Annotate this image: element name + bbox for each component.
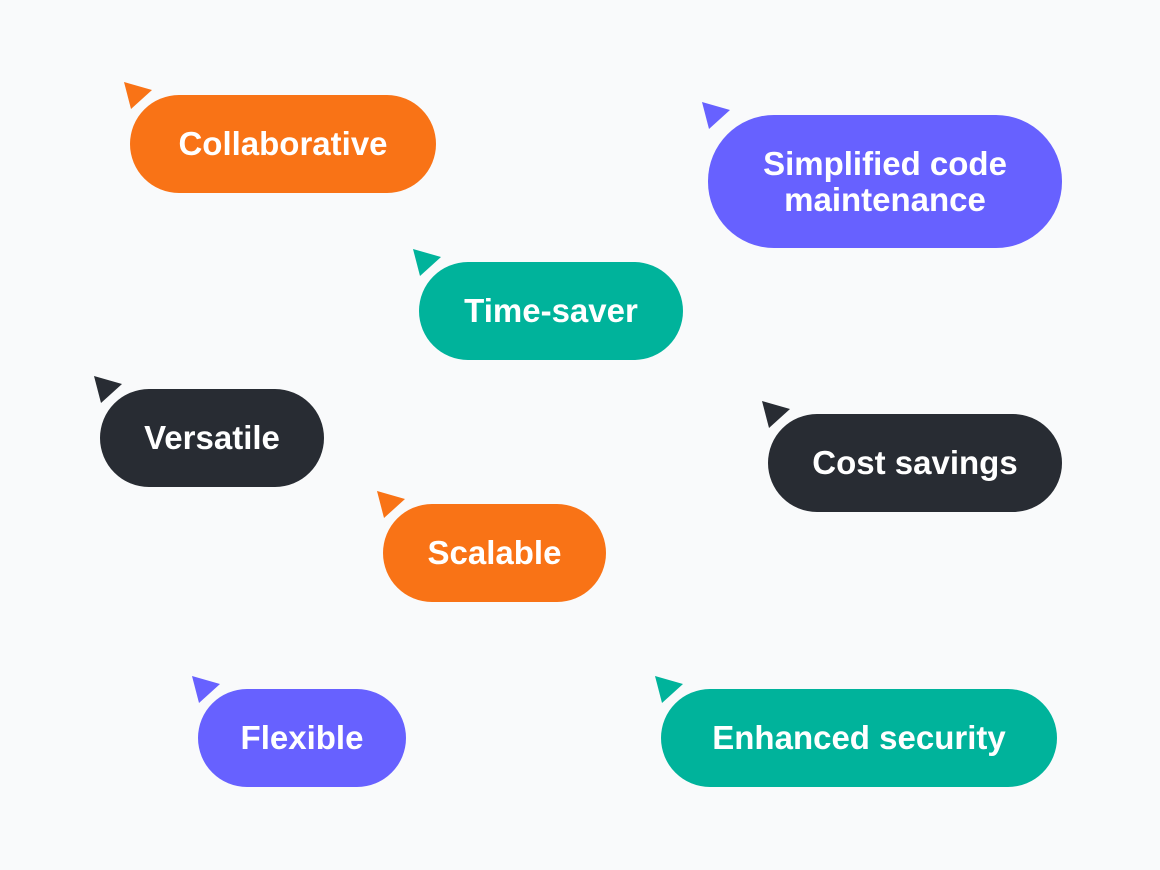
tag-label: Simplified code maintenance [763,144,1007,218]
tag-label: Flexible [240,719,364,756]
cursor-pointer-icon [411,247,443,278]
tag-label: Versatile [144,419,280,456]
cursor-pointer-icon [760,399,792,430]
cursor-pointer-icon [375,489,407,520]
tag-label: Scalable [427,534,562,571]
tag-flexible: Flexible [198,689,406,787]
tag-simplified-code-maintenance: Simplified code maintenance [708,115,1062,248]
tag-scalable: Scalable [383,504,606,602]
cursor-pointer-icon [190,674,222,705]
tag-collaborative: Collaborative [130,95,436,193]
cursor-pointer-icon [122,80,154,111]
tag-time-saver: Time-saver [419,262,683,360]
tag-label: Enhanced security [712,719,1006,756]
cursor-pointer-icon [700,100,732,131]
tag-enhanced-security: Enhanced security [661,689,1057,787]
tag-cost-savings: Cost savings [768,414,1062,512]
tag-versatile: Versatile [100,389,324,487]
cursor-pointer-icon [653,674,685,705]
tag-label: Time-saver [464,292,638,329]
tag-label: Cost savings [812,444,1018,481]
tag-label: Collaborative [178,125,388,162]
cursor-pointer-icon [92,374,124,405]
